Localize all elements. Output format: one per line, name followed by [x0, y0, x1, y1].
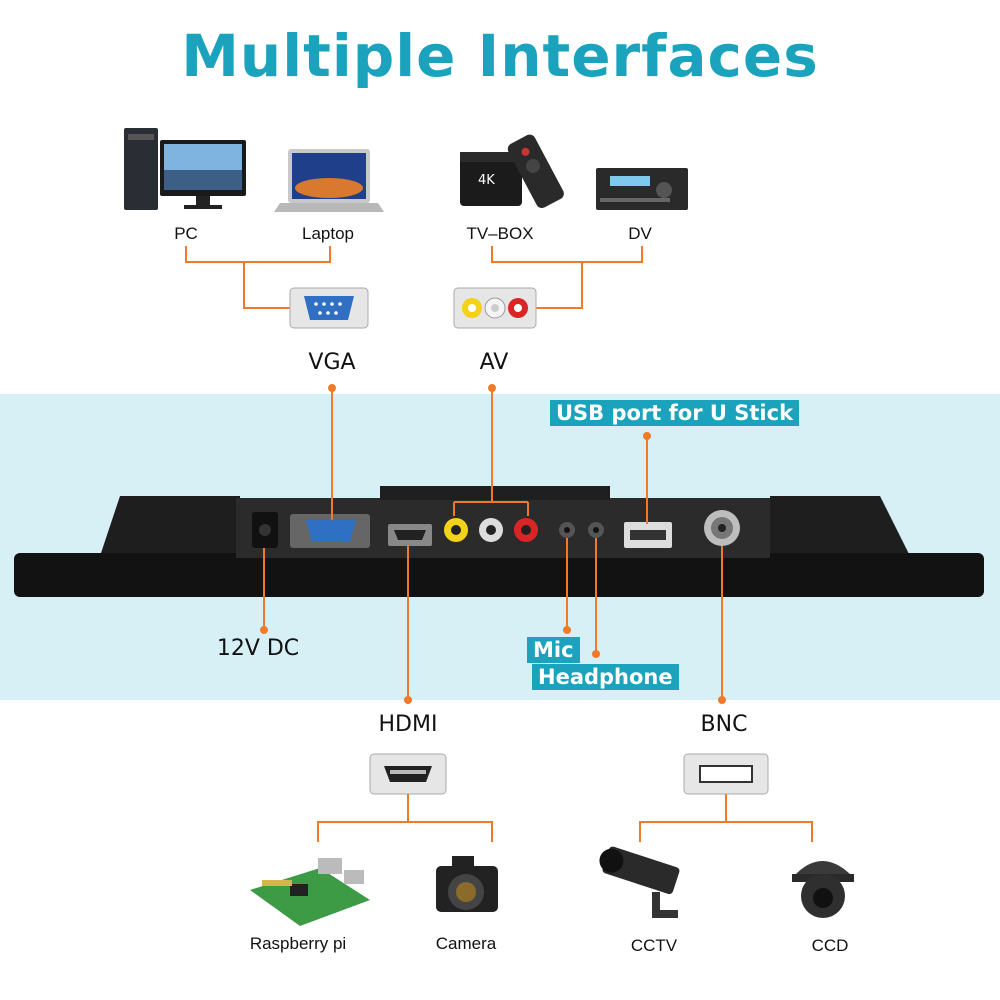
pc-icon	[124, 128, 246, 210]
port-callout-dots	[260, 384, 726, 704]
tvbox-screen-text: 4K	[478, 173, 495, 188]
headphone-tag: Headphone	[532, 664, 679, 690]
monitor-back	[14, 486, 984, 597]
page-title: Multiple Interfaces	[181, 22, 819, 90]
cctv-icon	[599, 846, 680, 918]
bnc-label: BNC	[700, 712, 748, 737]
cctv-label: CCTV	[630, 936, 678, 955]
laptop-label: Laptop	[302, 224, 354, 243]
camera-label: Camera	[435, 934, 497, 953]
bottom-connector-lines	[317, 794, 813, 842]
tv-box-icon: 4K	[460, 134, 564, 209]
port-callout-lines	[263, 388, 723, 700]
top-connector-lines	[185, 246, 643, 309]
av-label: AV	[479, 350, 509, 375]
bnc-port-icon	[683, 753, 769, 795]
ccd-dome-icon	[792, 861, 854, 918]
raspberry-pi-icon	[250, 858, 370, 926]
camera-icon	[436, 856, 498, 912]
usb-port-tag: USB port for U Stick	[550, 400, 800, 426]
mic-tag: Mic	[527, 637, 580, 663]
laptop-icon	[274, 149, 384, 212]
av-port-icon	[453, 287, 537, 329]
vga-port-icon	[289, 287, 369, 329]
vga-label: VGA	[308, 350, 356, 375]
ccd-label: CCD	[811, 936, 849, 955]
raspberry-pi-label: Raspberry pi	[249, 934, 347, 953]
dc-label: 12V DC	[216, 636, 300, 661]
hdmi-label: HDMI	[378, 712, 438, 737]
dv-icon	[596, 168, 688, 210]
dv-label: DV	[628, 224, 652, 243]
tvbox-label: TV–BOX	[466, 224, 534, 243]
hdmi-port-icon	[369, 753, 447, 795]
pc-label: PC	[174, 224, 198, 243]
